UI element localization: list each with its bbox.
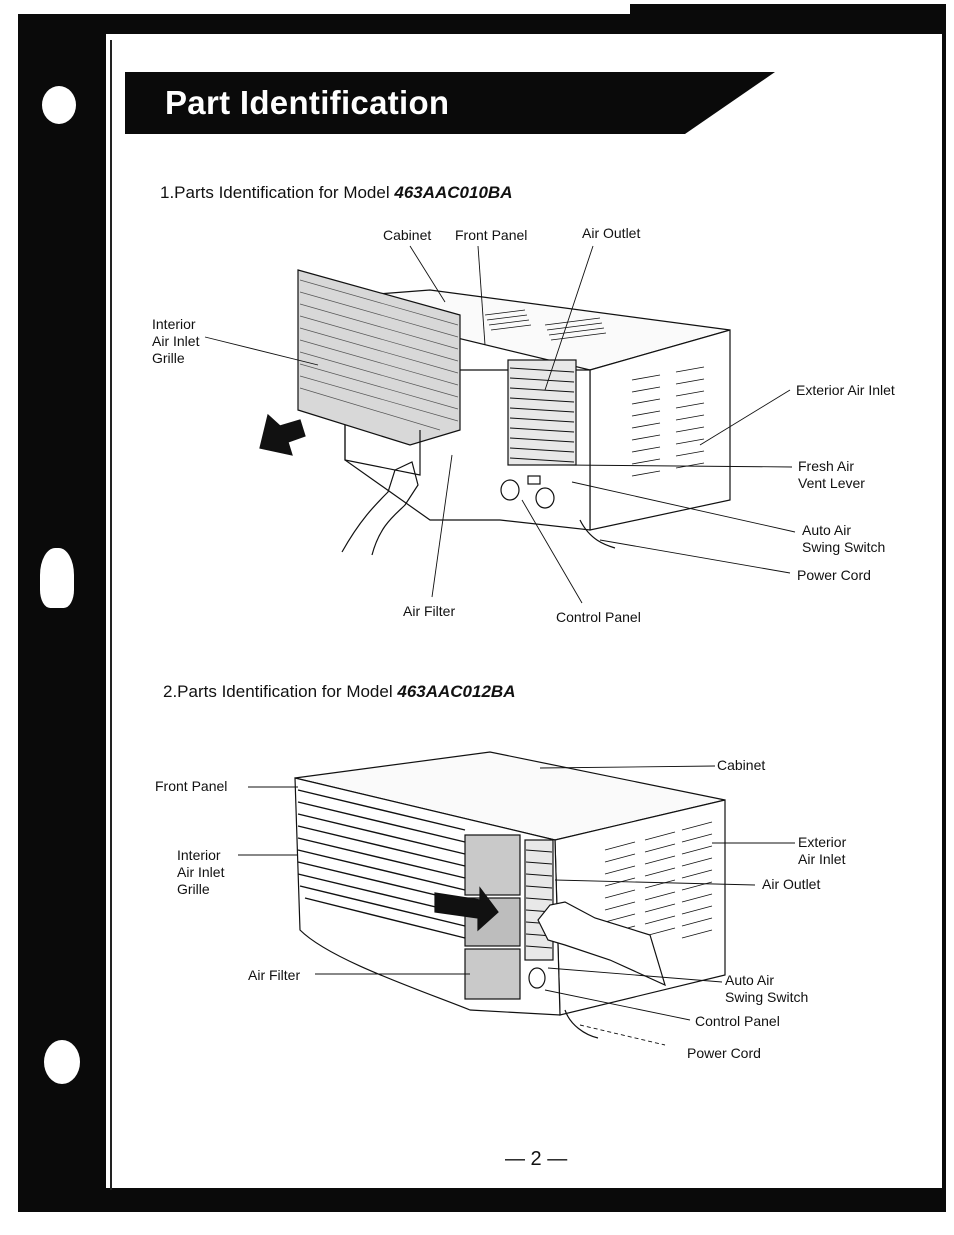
- s1-label-exterior-air-inlet: Exterior Air Inlet: [796, 382, 895, 398]
- top-border: [18, 14, 946, 34]
- s1-label-power-cord: Power Cord: [797, 567, 871, 583]
- s1-label-front-panel: Front Panel: [455, 227, 528, 243]
- s2-label-control-panel: Control Panel: [695, 1013, 780, 1029]
- section2-heading: 2.Parts Identification for Model 463AAC0…: [163, 682, 515, 702]
- punch-hole-bottom: [44, 1040, 80, 1084]
- s1-label-air-outlet: Air Outlet: [582, 225, 641, 241]
- s2-label-exterior-air-inlet: Exterior Air Inlet: [798, 834, 847, 867]
- section1-heading-prefix: 1.Parts Identification for Model: [160, 183, 390, 202]
- punch-hole-middle: [40, 548, 74, 608]
- binder-margin: [18, 14, 106, 1212]
- punch-hole-top: [42, 86, 76, 124]
- s2-label-front-panel: Front Panel: [155, 778, 228, 794]
- title-banner: [125, 72, 775, 134]
- s1-label-fresh-air-vent-lever: Fresh Air Vent Lever: [798, 458, 865, 491]
- right-border: [942, 4, 946, 1212]
- bottom-border: [18, 1188, 946, 1212]
- section2-heading-prefix: 2.Parts Identification for Model: [163, 682, 393, 701]
- s1-label-cabinet: Cabinet: [383, 227, 432, 243]
- s1-label-auto-air-swing-switch: Auto Air Swing Switch: [802, 522, 886, 555]
- s2-label-interior-air-inlet-grille: Interior Air Inlet Grille: [177, 847, 225, 897]
- s2-label-power-cord: Power Cord: [687, 1045, 761, 1061]
- s2-label-air-outlet: Air Outlet: [762, 876, 821, 892]
- section1-heading: 1.Parts Identification for Model 463AAC0…: [160, 183, 512, 203]
- s1-label-control-panel: Control Panel: [556, 609, 641, 625]
- section1-model-code: 463AAC010BA: [394, 183, 513, 202]
- s1-label-interior-air-inlet-grille: Interior Air Inlet Grille: [152, 316, 200, 366]
- inner-margin-rule: [110, 40, 112, 1190]
- page-number: — 2 —: [505, 1148, 568, 1170]
- s1-label-air-filter: Air Filter: [403, 603, 456, 619]
- s2-label-auto-air-swing-switch: Auto Air Swing Switch: [725, 972, 809, 1005]
- s2-label-air-filter: Air Filter: [248, 967, 301, 983]
- s2-label-cabinet: Cabinet: [717, 757, 766, 773]
- page-title: Part Identification: [165, 84, 450, 121]
- section2-model-code: 463AAC012BA: [397, 682, 516, 701]
